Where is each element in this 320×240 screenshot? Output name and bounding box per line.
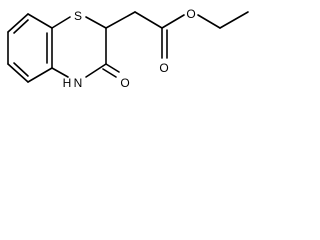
bond-c3-n [85,63,107,78]
bond-c8a-s [51,16,71,29]
bond-c1-c2 [7,13,29,33]
atom-ester-carbonyl-oxygen-label: O [159,61,168,75]
ethyl-benzothiazinone-acetate-structure: S H N O O O [7,7,249,90]
double-bond-inner-2 [13,62,29,77]
bond-c2-ch2 [105,11,136,29]
ketone-group [102,63,120,78]
thiazine-ring [51,16,107,78]
atom-labels: S H N O O O [63,7,196,90]
bond-c3-o-1 [105,63,120,73]
bond-ch2-cester [134,11,163,29]
benzene-ring [7,13,53,83]
atom-ketone-oxygen-label: O [120,76,129,90]
atom-ester-ether-oxygen-label: O [186,7,195,21]
atom-sulfur-label: S [74,9,82,23]
double-bond-inner-1 [13,19,29,34]
bond-c3-o-2 [102,68,117,78]
bond-s-c2 [85,16,107,29]
atom-nh-n-label: N [74,76,83,90]
atom-nh-h-label: H [63,76,72,90]
bond-cester-oether [161,14,185,29]
bond-c3-c4 [7,63,29,83]
bond-c4-c4a [27,67,53,83]
bond-ch2-ch3 [219,11,249,29]
bond-c8a-c1 [27,13,53,29]
bond-n-c4a [51,67,69,78]
bond-oether-ch2 [197,14,221,29]
ester-side-chain [105,11,249,59]
